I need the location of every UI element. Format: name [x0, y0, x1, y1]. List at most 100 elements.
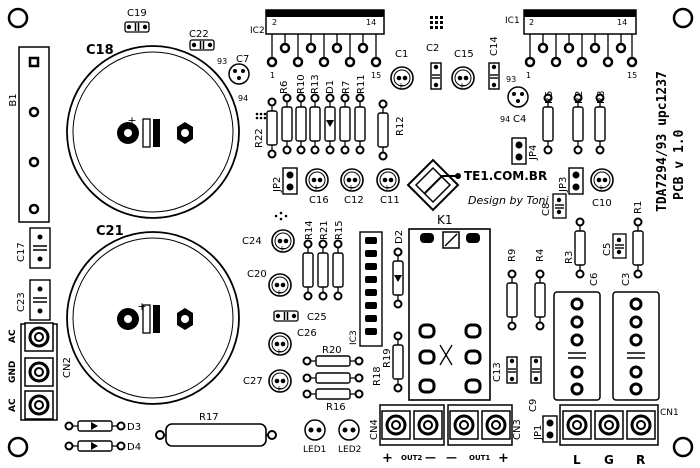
svg-text:+: +	[127, 114, 136, 127]
label-C9: C9	[528, 399, 539, 412]
resistor-R20: R20	[302, 345, 364, 367]
label-R20: R20	[322, 345, 342, 356]
ic1-pin2: 2	[529, 18, 534, 27]
label-D1: D1	[325, 80, 336, 94]
resistor-R6: R6	[279, 81, 293, 155]
ic2-pin14: 14	[366, 18, 376, 27]
label-R8: R8	[596, 91, 607, 104]
label-D2: D2	[394, 230, 405, 244]
connector-CN1: CN1 L G R	[559, 404, 679, 467]
resistor-R7: R7	[339, 81, 352, 155]
label-R12: R12	[395, 116, 406, 136]
resistor-R8: R8	[594, 91, 607, 155]
label-GND: GND	[8, 361, 18, 383]
capacitor-C27: C27	[243, 369, 292, 394]
capacitor-C10: C10	[590, 168, 614, 209]
diode-D1: D1	[324, 80, 336, 155]
label-C20: C20	[247, 269, 267, 280]
label-IC2: IC2	[250, 26, 265, 36]
label-C16: C16	[309, 195, 329, 206]
label-C8: C8	[541, 203, 552, 216]
capacitor-C7: C7 93 94	[217, 54, 250, 103]
label-R10: R10	[296, 74, 307, 94]
capacitor-C3: C3	[612, 273, 660, 401]
capacitor-C17: C17	[16, 227, 51, 269]
capacitor-C22: C22	[189, 29, 215, 51]
label-C3: C3	[621, 273, 632, 286]
out1-plus: +	[498, 451, 509, 466]
label-CN2: CN2	[62, 357, 73, 378]
diode-D4: D4	[64, 440, 141, 453]
label-JP4: JP4	[528, 145, 539, 161]
label-C23: C23	[16, 292, 27, 312]
label-AC1: AC	[8, 329, 18, 343]
capacitor-C24: C24	[242, 211, 295, 254]
resistor-R17: R17	[155, 412, 277, 447]
label-LED1: LED1	[303, 445, 326, 455]
label-C4: C4	[513, 114, 526, 125]
label-L: L	[573, 453, 581, 467]
capacitor-C25: C25	[273, 310, 327, 323]
label-D3: D3	[127, 422, 141, 433]
resistor-R9: R9	[506, 249, 518, 331]
out1-label: OUT1	[469, 454, 490, 462]
label-R18: R18	[372, 366, 383, 386]
label-C27: C27	[243, 376, 263, 387]
led-LED2: LED2	[338, 419, 361, 455]
label-R5: R5	[544, 91, 555, 104]
capacitor-C26: C26	[268, 328, 317, 357]
ic2-pin2: 2	[272, 18, 277, 27]
resistor-R3: R3	[564, 217, 586, 279]
title-line1: TDA7294/93 upc1237	[655, 71, 670, 212]
label-CN4: CN4	[369, 419, 380, 440]
label-C5: C5	[602, 243, 613, 256]
capacitor-C14: C14	[488, 36, 500, 90]
capacitor-C20: C20	[247, 269, 292, 298]
ic-IC2: IC2 2 14 1 15	[250, 9, 385, 80]
jumper-JP3: JP3	[558, 167, 584, 195]
resistor-R11: R11	[354, 74, 367, 155]
label-R17: R17	[199, 412, 219, 423]
label-JP2: JP2	[272, 177, 283, 193]
connector-CN3: CN3 — OUT1 +	[446, 404, 523, 466]
capacitor-C6: C6	[553, 273, 601, 401]
resistor-R22: R22	[254, 97, 278, 159]
capacitor-C13: C13	[492, 356, 518, 384]
diode-D2: D2	[392, 230, 405, 309]
resistor-R18: R18	[302, 366, 383, 386]
ic-IC3: IC3	[349, 231, 383, 347]
label-R16: R16	[326, 402, 346, 413]
led-LED1: LED1	[303, 419, 326, 455]
label-R19: R19	[382, 348, 393, 368]
label-C13: C13	[492, 362, 503, 382]
label-CN3: CN3	[512, 419, 523, 440]
label-R11: R11	[356, 74, 367, 94]
label-IC1: IC1	[505, 16, 520, 26]
label-D4: D4	[127, 442, 141, 453]
label-R22: R22	[254, 128, 265, 148]
out2-label: OUT2	[401, 454, 422, 462]
jumper-JP1: JP1	[533, 415, 558, 443]
capacitor-C15: C15	[451, 49, 475, 91]
capacitor-C12: C12	[340, 168, 364, 206]
label-93b: 93	[506, 75, 516, 84]
mounting-holes	[7, 7, 694, 458]
label-K1: K1	[437, 213, 453, 227]
resistor-R14: R14	[302, 220, 315, 301]
signature-text: Design by Toni	[468, 194, 549, 207]
label-C12: C12	[344, 195, 364, 206]
label-C19: C19	[127, 8, 147, 19]
resistor-R4: R4	[534, 249, 546, 331]
label-C25: C25	[307, 312, 327, 323]
resistor-R19: R19	[382, 331, 404, 393]
ic2-pin1: 1	[270, 71, 275, 80]
resistor-R1: R1	[632, 201, 644, 279]
label-R9: R9	[507, 249, 518, 262]
resistor-R13: R13	[309, 74, 321, 155]
label-R21: R21	[319, 220, 330, 240]
label-CN1: CN1	[660, 408, 679, 418]
resistor-R16: R16	[302, 388, 364, 413]
label-93a: 93	[217, 57, 227, 66]
label-R3: R3	[564, 251, 575, 264]
